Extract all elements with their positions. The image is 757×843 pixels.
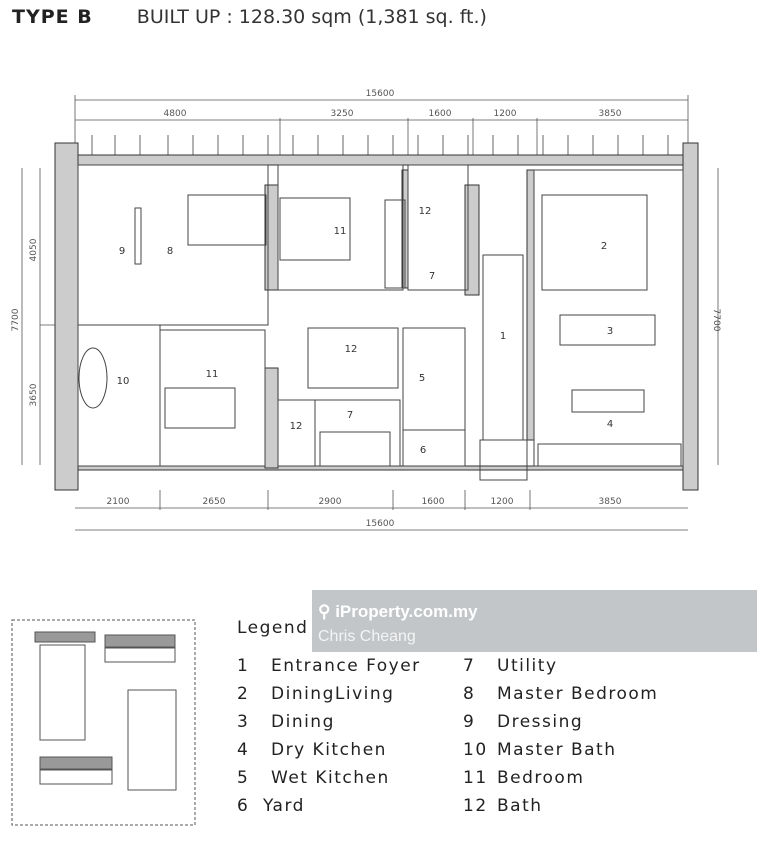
dim-top-total: 15600 xyxy=(366,89,395,99)
room-label-10: 10 xyxy=(117,376,130,387)
location-pin-icon: ⚲ xyxy=(318,602,336,621)
header: TYPE B BUILT UP : 128.30 sqm (1,381 sq. … xyxy=(12,6,487,28)
balcony-fins xyxy=(91,135,669,155)
watermark-overlay: ⚲ iProperty.com.my Chris Cheang xyxy=(312,590,757,652)
room-partitions xyxy=(77,164,684,481)
room-label-9: 9 xyxy=(119,246,125,257)
top-dimension-lines xyxy=(21,95,719,531)
watermark-agent: Chris Cheang xyxy=(318,628,416,645)
room-label-3: 3 xyxy=(607,326,613,337)
dim-bottom-6: 3850 xyxy=(599,497,622,507)
dim-left-1: 4050 xyxy=(29,238,39,261)
room-label-7-top: 7 xyxy=(429,271,435,282)
dim-top-4: 1200 xyxy=(494,109,517,119)
room-label-6: 6 xyxy=(420,445,426,456)
room-label-11-lower: 11 xyxy=(206,369,219,380)
room-label-12-lower: 12 xyxy=(290,421,303,432)
room-label-8: 8 xyxy=(167,246,173,257)
unit-type: TYPE B xyxy=(12,6,93,28)
built-up-area: BUILT UP : 128.30 sqm (1,381 sq. ft.) xyxy=(136,6,487,28)
dim-bottom-4: 1600 xyxy=(422,497,445,507)
dim-top-2: 3250 xyxy=(331,109,354,119)
dim-top-1: 4800 xyxy=(164,109,187,119)
watermark-brand: ⚲ iProperty.com.my xyxy=(318,602,478,621)
key-plan xyxy=(11,619,196,826)
room-label-12-top: 12 xyxy=(419,206,432,217)
dim-left-total: 7700 xyxy=(11,308,21,331)
dim-bottom-5: 1200 xyxy=(491,497,514,507)
dim-top-3: 1600 xyxy=(429,109,452,119)
dim-right-total: 7700 xyxy=(711,309,721,332)
legend-title: Legend xyxy=(237,618,309,638)
room-label-2: 2 xyxy=(601,241,607,252)
room-label-1: 1 xyxy=(500,331,506,342)
room-label-5: 5 xyxy=(419,373,425,384)
dim-left-2: 3650 xyxy=(29,383,39,406)
room-label-4: 4 xyxy=(607,419,613,430)
dim-bottom-3: 2900 xyxy=(319,497,342,507)
walls xyxy=(54,142,699,491)
dim-bottom-1: 2100 xyxy=(107,497,130,507)
room-label-12-mid: 12 xyxy=(345,344,358,355)
dim-bottom-total: 15600 xyxy=(366,519,395,529)
room-labels: 8 9 11 12 7 2 1 3 12 5 10 11 12 7 6 4 xyxy=(117,206,614,456)
dim-bottom-2: 2650 xyxy=(203,497,226,507)
dim-top-5: 3850 xyxy=(599,109,622,119)
room-label-11-top: 11 xyxy=(334,226,347,237)
room-label-7-lower: 7 xyxy=(347,410,353,421)
